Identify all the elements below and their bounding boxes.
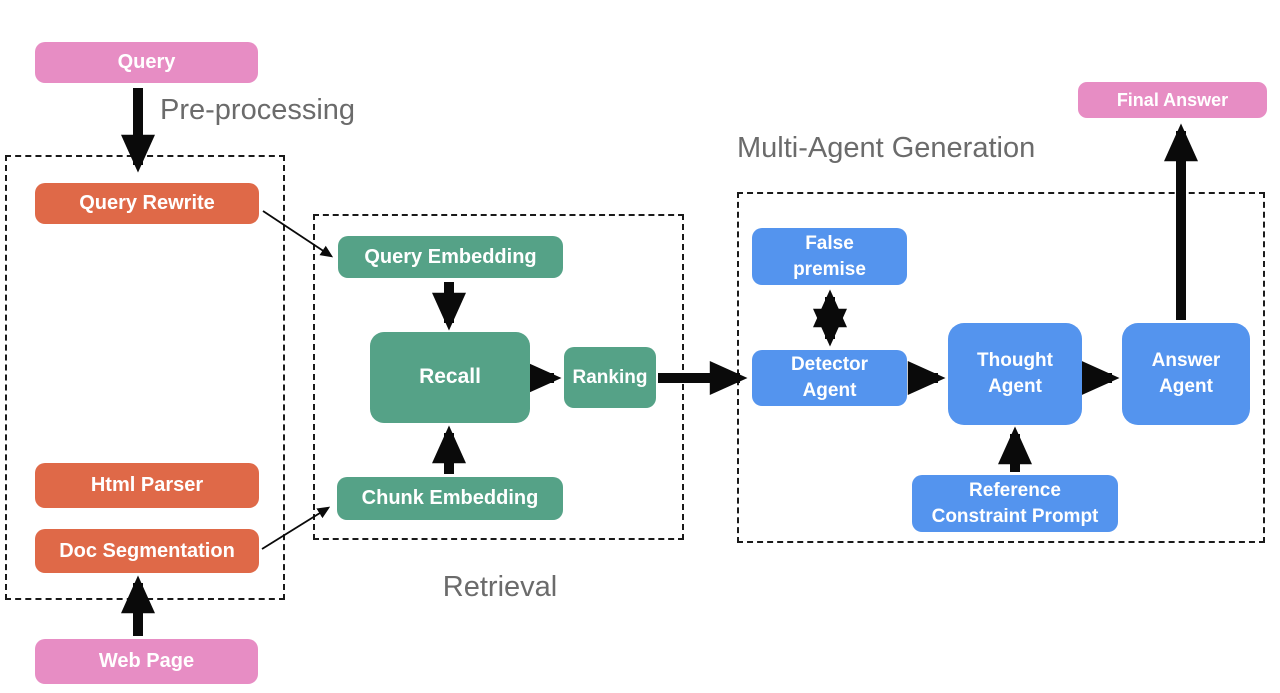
node-thought-agent: Thought Agent [948,323,1082,425]
node-false-premise: False premise [752,228,907,285]
node-html-parser: Html Parser [35,463,259,508]
node-detector-agent: Detector Agent [752,350,907,406]
multi-agent-label: Multi-Agent Generation [737,132,1036,164]
node-query-rewrite: Query Rewrite [35,183,259,224]
node-doc-segmentation: Doc Segmentation [35,529,259,573]
node-query: Query [35,42,258,83]
node-final-answer: Final Answer [1078,82,1267,118]
preprocessing-label: Pre-processing [160,94,356,126]
node-recall: Recall [370,332,530,423]
node-answer-agent: Answer Agent [1122,323,1250,425]
node-reference-constraint-prompt: Reference Constraint Prompt [912,475,1118,532]
node-query-embedding: Query Embedding [338,236,563,278]
node-web-page: Web Page [35,639,258,684]
node-ranking: Ranking [564,347,656,408]
retrieval-label: Retrieval [442,571,558,603]
node-chunk-embedding: Chunk Embedding [337,477,563,520]
